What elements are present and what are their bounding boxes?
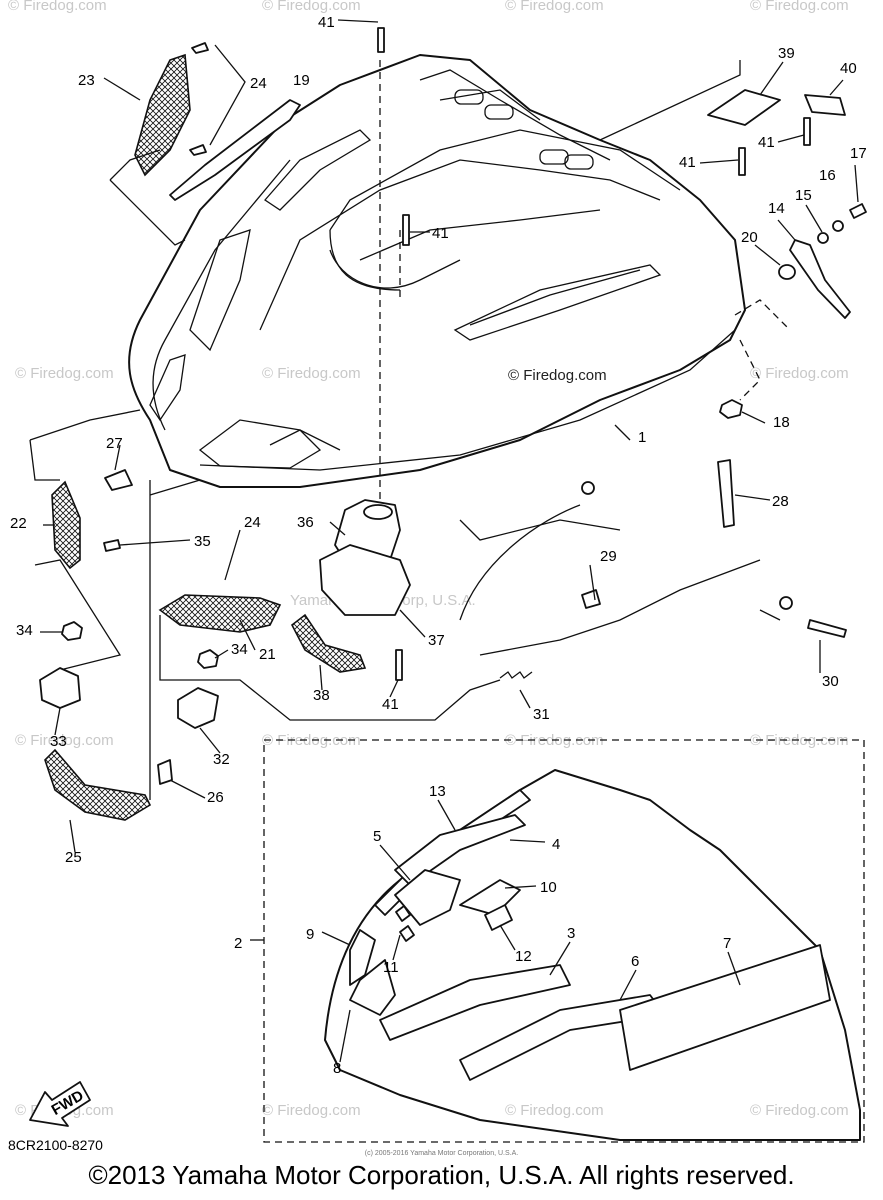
callout-number: 23 [78,72,95,89]
arm-part-14 [789,239,851,319]
callout-number: 24 [244,514,261,531]
callout-number: 28 [772,493,789,510]
hood-assembly [128,54,746,488]
cable-tie-part-28 [717,459,735,528]
watermark-text: © Firedog.com [262,1102,361,1119]
callout-number: 41 [318,14,335,31]
callout-number: 32 [213,751,230,768]
callout-number: 12 [515,948,532,965]
callout-number: 9 [306,926,314,943]
callout-labels: 1 2 3 4 5 6 7 8 9 10 11 12 13 14 15 16 1… [10,14,867,1077]
callout-number: 31 [533,706,550,723]
callout-number: 25 [65,849,82,866]
callout-number: 2 [234,935,242,952]
callout-number: 3 [567,925,575,942]
callout-number: 33 [50,733,67,750]
callout-number: 37 [428,632,445,649]
grille-part-38 [290,613,367,673]
callout-number: 29 [600,548,617,565]
watermark-text: © Firedog.com [750,0,849,14]
watermark-text: © Firedog.com [750,1102,849,1119]
fwd-arrow-icon: FWD [29,1081,91,1127]
callout-number: 1 [638,429,646,446]
callout-number: 20 [741,229,758,246]
leader-lines [29,60,791,800]
decal-part-7 [619,944,831,1071]
callout-number: 17 [850,145,867,162]
callout-number: 11 [383,959,399,976]
watermark-text: © Firedog.com [505,1102,604,1119]
callout-number: 24 [250,75,267,92]
grille-part-23 [134,53,191,177]
callout-number: 40 [840,60,857,77]
callout-number: 30 [822,673,839,690]
grille-part-25 [44,748,152,821]
callout-number: 6 [631,953,639,970]
fastener-part-11 [395,905,411,922]
graphic-kit-inset [250,739,865,1143]
watermarks: © Firedog.com © Firedog.com © Firedog.co… [8,0,849,1119]
callout-number: 41 [758,134,775,151]
watermark-text: © Firedog.com [262,365,361,382]
bracket-part-33 [39,667,81,709]
grille-part-22 [51,480,81,570]
decal-part-10 [459,879,521,916]
callout-number: 22 [10,515,27,532]
small-print: (c) 2005-2016 Yamaha Motor Corporation, … [364,1150,519,1157]
callout-number: 16 [819,167,836,184]
diagram-code: 8CR2100-8270 [8,1137,103,1153]
grille-part-21 [158,594,282,633]
callout-number: 41 [679,154,696,171]
callout-number: 15 [795,187,812,204]
callout-number: 5 [373,828,381,845]
watermark-text: © Firedog.com [8,0,107,14]
bracket-part-32 [177,687,219,729]
callout-number: 10 [540,879,557,896]
bracket-part-40 [804,94,846,116]
callout-number: 38 [313,687,330,704]
watermark-text: © Firedog.com [750,365,849,382]
decal-part-5 [394,869,461,926]
watermark-text-dark: © Firedog.com [508,367,607,384]
callout-number: 35 [194,533,211,550]
callout-number: 39 [778,45,795,62]
decal-part-12 [484,904,513,931]
callout-number: 14 [768,200,785,217]
decal-part-8 [349,959,396,1016]
callout-number: 21 [259,646,276,663]
callout-number: 41 [382,696,399,713]
callout-number: 7 [723,935,731,952]
watermark-text: © Firedog.com [750,732,849,749]
callout-number: 13 [429,783,446,800]
watermark-text: © Firedog.com [15,365,114,382]
watermark-text: © Firedog.com [15,732,114,749]
callout-number: 36 [297,514,314,531]
callout-number: 27 [106,435,123,452]
callout-number: 34 [231,641,248,658]
duct-part-37 [319,544,411,616]
decal-part-9 [349,929,376,986]
watermark-text: © Firedog.com [262,732,361,749]
callout-number: 4 [552,836,560,853]
plate-part-39 [707,89,781,126]
small-parts [39,27,867,821]
callout-number: 18 [773,414,790,431]
decal-part-4 [394,814,526,886]
callout-number: 19 [293,72,310,89]
callout-number: 8 [333,1060,341,1077]
callout-number: 34 [16,622,33,639]
decal-part-3 [379,964,571,1041]
copyright-footer: ©2013 Yamaha Motor Corporation, U.S.A. A… [88,1160,795,1190]
watermark-text: © Firedog.com [505,0,604,14]
callout-number: 41 [432,225,449,242]
watermark-text: © Firedog.com [262,0,361,14]
callout-number: 26 [207,789,224,806]
